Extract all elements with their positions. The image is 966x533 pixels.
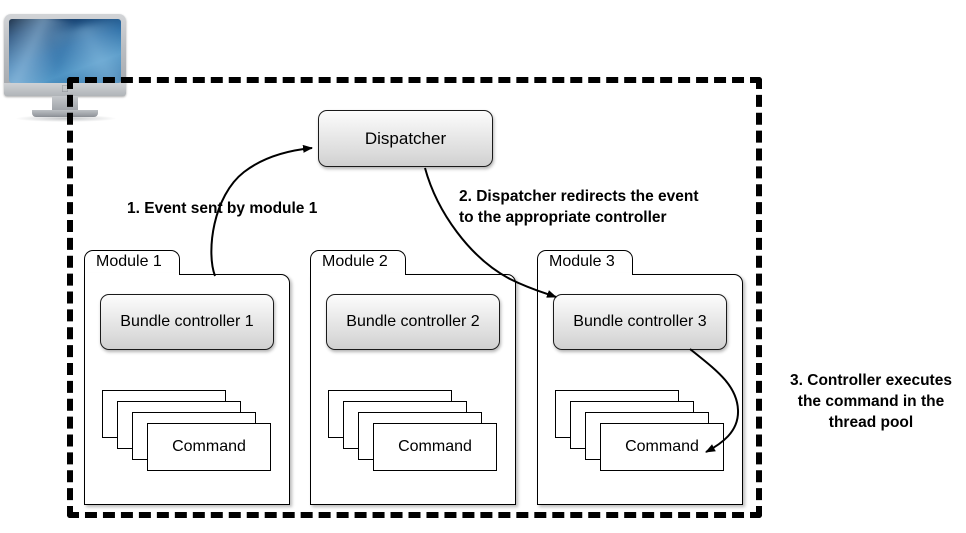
module-2-tab-joint xyxy=(311,273,405,277)
bundle-controller-3-label: Bundle controller 3 xyxy=(573,313,707,330)
annotation-step-2: 2. Dispatcher redirects the event to the… xyxy=(459,188,699,226)
bundle-controller-3-box[interactable]: Bundle controller 3 xyxy=(553,294,727,350)
command-label: Command xyxy=(398,438,472,455)
imac-stand-foot xyxy=(32,110,98,117)
bundle-controller-2-box[interactable]: Bundle controller 2 xyxy=(326,294,500,350)
apple-logo-icon:  xyxy=(61,85,69,95)
command-card-front[interactable]: Command xyxy=(373,423,497,471)
module-2-folder[interactable]: Module 2 Bundle controller 2 Command xyxy=(310,250,516,505)
imac-bezel xyxy=(4,14,126,96)
bundle-controller-2-label: Bundle controller 2 xyxy=(346,313,480,330)
dispatcher-box[interactable]: Dispatcher xyxy=(318,110,493,167)
module-2-command-stack: Command xyxy=(328,390,498,478)
module-1-command-stack: Command xyxy=(102,390,272,478)
bundle-controller-1-box[interactable]: Bundle controller 1 xyxy=(100,294,274,350)
module-3-command-stack: Command xyxy=(555,390,725,478)
module-1-label: Module 1 xyxy=(96,253,162,270)
imac-screen xyxy=(9,19,121,83)
module-2-tab xyxy=(310,250,406,276)
dispatcher-label: Dispatcher xyxy=(364,128,447,148)
imac-chin xyxy=(4,83,126,96)
annotation-step-3: 3. Controller executes the command in th… xyxy=(790,372,952,431)
module-3-tab-joint xyxy=(538,273,632,277)
module-1-tab xyxy=(84,250,180,276)
imac-shadow xyxy=(16,115,116,122)
module-3-folder[interactable]: Module 3 Bundle controller 3 Command xyxy=(537,250,743,505)
bundle-controller-1-label: Bundle controller 1 xyxy=(120,313,254,330)
annotation-step-1: 1. Event sent by module 1 xyxy=(127,200,318,217)
system-boundary xyxy=(67,77,762,518)
module-2-label: Module 2 xyxy=(322,253,388,270)
command-card-front[interactable]: Command xyxy=(147,423,271,471)
module-1-tab-joint xyxy=(85,273,179,277)
command-card-front[interactable]: Command xyxy=(600,423,724,471)
command-label: Command xyxy=(625,438,699,455)
module-3-label: Module 3 xyxy=(549,253,615,270)
imac-computer-icon:  xyxy=(4,14,126,122)
module-1-folder[interactable]: Module 1 Bundle controller 1 Command xyxy=(84,250,290,505)
command-label: Command xyxy=(172,438,246,455)
